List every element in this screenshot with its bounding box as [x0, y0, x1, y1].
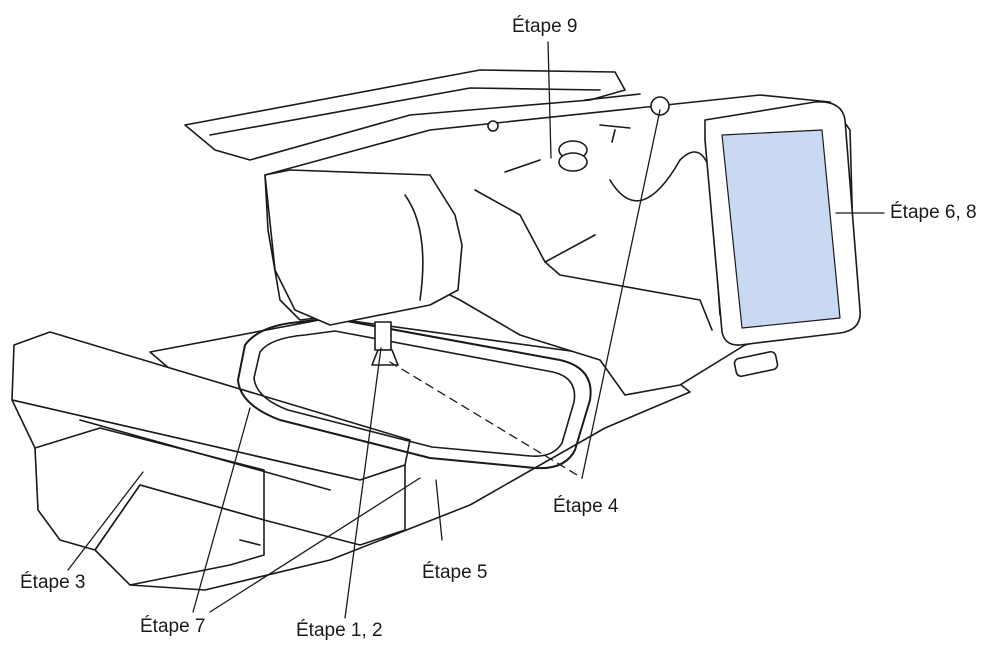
thread-spool-lower: [558, 152, 588, 172]
leader-step9: [547, 41, 552, 159]
machine-bed-edge: [544, 234, 596, 263]
leader-step5: [435, 479, 443, 541]
spool-holder-rod: [584, 93, 641, 101]
machine-bed-recess: [474, 189, 713, 331]
lcd-screen: [721, 129, 841, 329]
machine-arm-curve: [609, 151, 721, 316]
label-step1-2: Étape 1, 2: [296, 620, 383, 641]
presser-foot-holder: [374, 321, 392, 351]
top-cover-inner: [209, 87, 601, 136]
label-step9: Étape 9: [512, 16, 578, 37]
leader-step3: [67, 471, 144, 571]
arm-slot: [239, 539, 261, 546]
embroidery-hoop-outer: [237, 317, 592, 470]
usb-port-grille: [733, 350, 779, 378]
leader-lines: [67, 41, 885, 619]
label-step5: Étape 5: [422, 562, 488, 583]
embroidery-hoop-inner: [253, 330, 576, 458]
label-step4: Étape 4: [553, 496, 619, 517]
bobbin-winder-icon: [650, 96, 670, 116]
leader-step12: [344, 347, 382, 619]
thread-guide-clip: [599, 124, 631, 143]
machine-head-front: [264, 169, 463, 326]
machine-head-side: [404, 194, 424, 301]
thread-guide-icon: [487, 120, 499, 132]
leader-step7-b: [209, 477, 421, 613]
presser-foot-icon: [371, 349, 399, 366]
label-step7: Étape 7: [140, 616, 206, 637]
label-step3: Étape 3: [20, 572, 86, 593]
spool-pin: [504, 159, 541, 173]
arm-groove: [79, 419, 331, 491]
leader-step7-a: [192, 407, 251, 613]
leader-step4-a: [581, 109, 661, 479]
label-step6-8: Étape 6, 8: [890, 202, 977, 223]
leader-step4-b: [389, 361, 583, 479]
